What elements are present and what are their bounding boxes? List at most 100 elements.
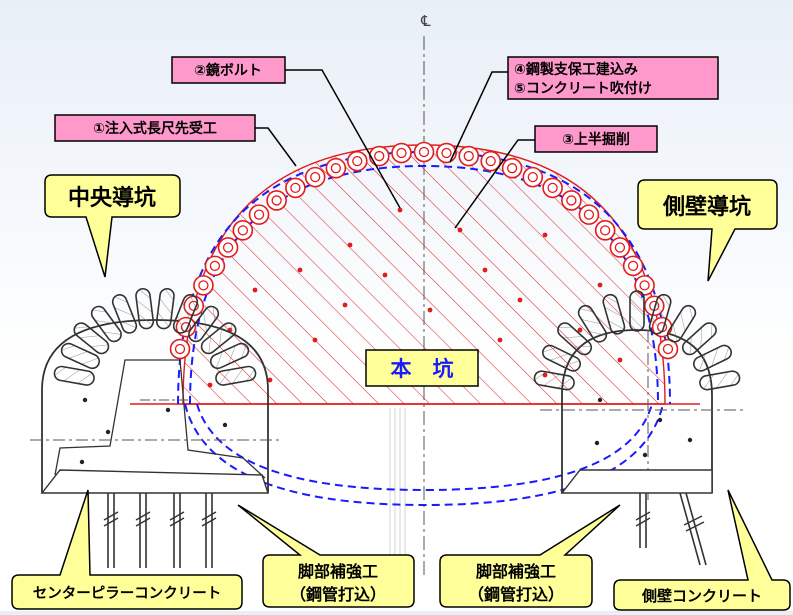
forepoling-leaf [188,305,220,343]
forepoling-pipe [325,157,347,179]
lower-support-line-inner [196,403,653,492]
forepoling-pipe [561,190,582,211]
callout-side-wall: 側壁コンクリート [613,489,791,611]
callout-side-wall-text: 側壁コンクリート [641,587,762,605]
forepoling-leaf [135,287,155,330]
forepoling-leaf [209,342,250,370]
forepoling-pipe [609,237,631,258]
drift-bolt-dots [79,397,693,465]
forepoling-leaf [53,365,95,386]
forepoling-leaf [666,304,697,343]
face-bolt [577,327,583,333]
invert-hatch-lines [389,408,406,560]
forepoling-leaf [693,344,732,372]
face-bolt [342,302,348,308]
face-bolt [297,267,303,273]
forepoling-leaf [699,370,741,391]
forepoling-pipe [266,190,287,211]
callout-side-drift-text: 側壁導坑 [662,194,751,220]
label-item3-text: ③上半掘削 [562,131,630,148]
label-item5-text: ⑤コンクリート吹付け [514,80,652,97]
callout-center-pillar: センターピラーコンクリート [11,489,243,610]
forepoling-pipe-ring [169,141,679,360]
forepoling-pipe [436,142,457,164]
forepoling-pipe [193,275,214,296]
leader-lines [255,69,535,229]
forepoling-leaf [60,342,101,370]
face-bolt [382,272,388,278]
forepoling-pipe [285,177,306,199]
forepoling-leaf [73,322,110,355]
forepoling-pipe [480,150,502,172]
steel-support-line-inner [189,164,659,405]
face-bolt [267,377,273,383]
face-bolt [252,287,258,293]
forepoling-leaf [215,365,257,386]
forepoling-leaf [681,322,717,356]
lower-support-line-outer [184,403,664,507]
label-item2-text: ②鏡ボルト [194,62,262,79]
face-bolt [312,337,318,343]
callout-footing-right-line2: （鋼管打込） [468,585,564,604]
forepoling-pipe [304,166,326,188]
forepoling-leaf [111,294,138,334]
forepoling-pipe [634,275,655,296]
face-bolt [597,282,603,288]
forepoling-leaf [602,293,626,335]
forepoling-pipe [413,141,435,163]
forepoling-pipe [657,338,679,360]
forepoling-pipe [248,204,270,225]
face-bolt [617,357,623,363]
center-drift-forepoling [53,287,257,386]
side-wall-base [560,469,713,494]
face-bolt [347,242,353,248]
face-bolt [517,297,523,303]
forepoling-leaf [200,322,237,355]
forepoling-pipe [217,237,239,258]
callout-footing-right-line1: 脚部補強工 [476,562,556,581]
forepoling-leaf [155,287,175,330]
face-bolt [457,227,463,233]
face-bolt [397,207,403,213]
forepoling-pipe [522,166,544,188]
callout-footing-left-line1: 脚部補強工 [298,562,378,581]
label-item1-text: ①注入式長尺先受工 [93,120,217,137]
callout-center-pillar-text: センターピラーコンクリート [33,585,222,602]
callout-footing-left-line2: （鋼管打込） [290,585,386,604]
forepoling-pipe [458,145,480,167]
forepoling-leaf [172,294,199,334]
forepoling-pipe [501,157,523,179]
center-pillar-concrete-shape [30,359,280,479]
forepoling-pipe [204,255,226,277]
face-bolt [497,337,503,343]
forepoling-pipe [594,220,616,241]
face-bolt [542,232,548,238]
forepoling-leaf [648,293,672,335]
pipe-break-marks [103,511,705,532]
callout-center-drift: 中央導坑 [44,174,181,278]
forepoling-leaf [629,290,645,332]
label-item3: ③上半掘削 [534,125,658,153]
forepoling-pipe [391,142,412,164]
face-bolt [427,307,433,313]
forepoling-pipe [578,204,600,225]
callout-footing-left: 脚部補強工 （鋼管打込） [237,504,415,608]
center-drift-tunnel [41,319,269,493]
callout-side-drift: 側壁導坑 [637,179,778,282]
callout-center-drift-text: 中央導坑 [68,185,156,211]
forepoling-leaf [90,305,122,343]
label-item4-5: ④鋼製支保工建込み ⑤コンクリート吹付け [507,56,719,100]
forepoling-pipe [368,145,390,167]
forepoling-pipe [622,255,644,277]
forepoling-pipe [346,150,368,172]
face-bolt [482,267,488,273]
forepoling-leaf [542,344,581,372]
main-tunnel-text: 本 坑 [391,357,454,381]
callout-footing-right: 脚部補強工 （鋼管打込） [439,504,621,608]
forepoling-pipe [542,177,563,199]
label-item1: ①注入式長尺先受工 [54,114,256,142]
side-drift-forepoling [533,290,741,391]
forepoling-leaf [557,322,593,356]
